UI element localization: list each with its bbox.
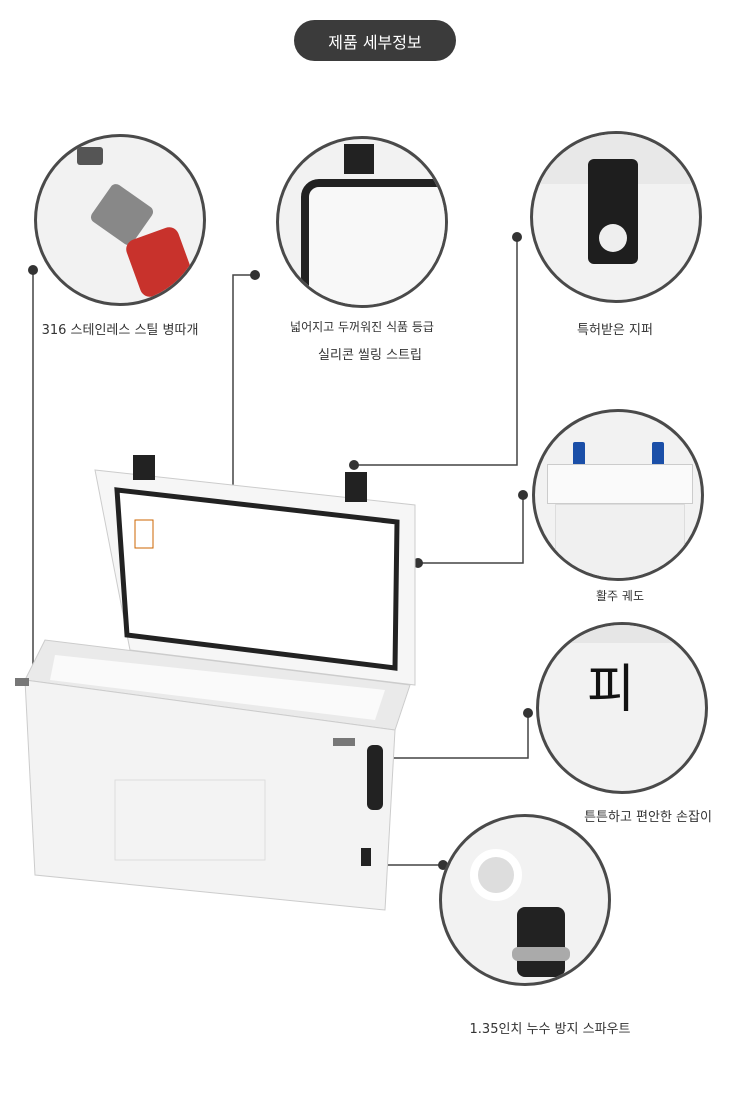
inset-bottle-opener xyxy=(34,134,206,306)
can-icon xyxy=(573,442,585,468)
inset-slide xyxy=(532,409,704,581)
label-latch: 특허받은 지퍼 xyxy=(577,323,653,338)
latch-right xyxy=(345,472,367,502)
warning-label xyxy=(134,519,154,549)
section-title: 제품 세부정보 xyxy=(294,20,456,61)
label-seal-line1: 넓어지고 두꺼워진 식품 등급 xyxy=(290,320,434,334)
inset-handle: 피 xyxy=(536,622,708,794)
label-handle: 튼튼하고 편안한 손잡이 xyxy=(584,810,712,825)
can-icon xyxy=(652,442,664,468)
latch-left xyxy=(133,455,155,480)
inset-spout xyxy=(439,814,611,986)
handle-glyph: 피 xyxy=(587,660,635,720)
spout xyxy=(361,848,371,866)
inset-latch xyxy=(530,131,702,303)
cooler-image xyxy=(15,455,416,911)
label-seal-line2: 실리콘 씰링 스트립 xyxy=(318,348,422,363)
label-slide: 활주 궤도 xyxy=(596,589,644,603)
inset-seal xyxy=(276,136,448,308)
label-bottle-opener: 316 스테인레스 스틸 병따개 xyxy=(41,323,199,338)
label-spout: 1.35인치 누수 방지 스파우트 xyxy=(469,1022,631,1037)
handle xyxy=(367,745,383,810)
